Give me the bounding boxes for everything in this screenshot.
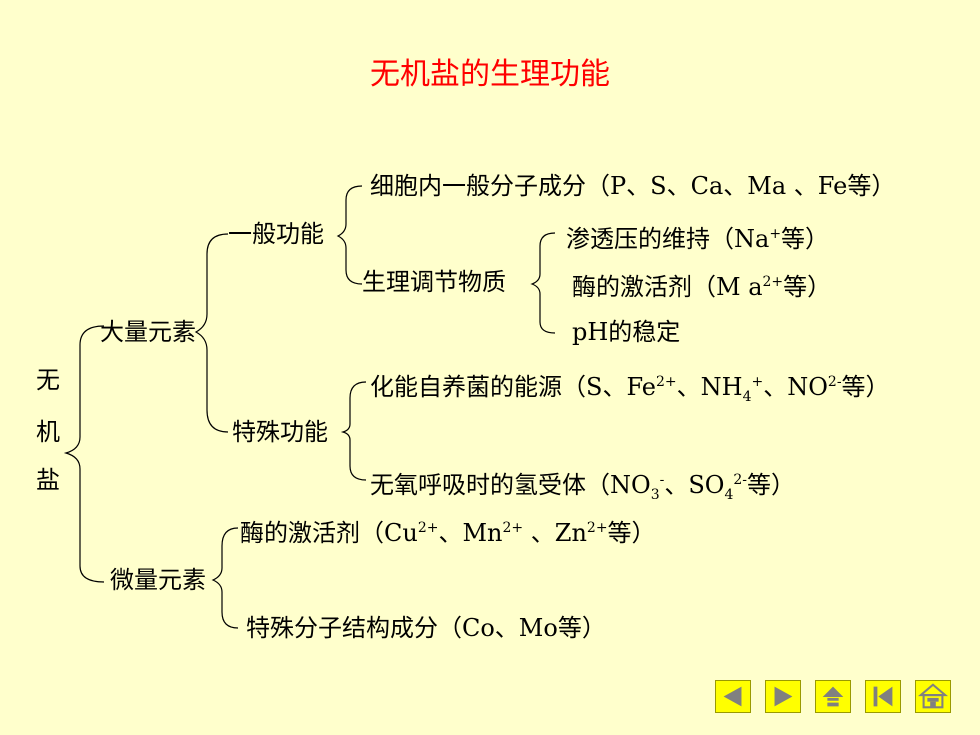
trace-enzyme-activator-text: 酶的激活剂（Cu2+、Mn2+ 、Zn2+等） [240, 519, 656, 547]
special-bracket [340, 381, 367, 481]
first-slide-button[interactable] [865, 680, 901, 713]
home-button[interactable] [815, 680, 851, 713]
general-bracket [336, 185, 363, 285]
root-bracket [63, 325, 105, 583]
general-function-label: 一般功能 [228, 220, 324, 248]
home-icon [822, 686, 844, 707]
micro-elements-label: 微量元素 [110, 566, 206, 594]
chemoautotroph-energy-text: 化能自养菌的能源（S、Fe2+、NH4+、NO2-等） [370, 373, 890, 405]
enzyme-activator-text: 酶的激活剂（M a2+等） [572, 273, 832, 301]
prev-button[interactable] [715, 680, 751, 713]
root-label-char-3: 盐 [36, 466, 60, 494]
special-function-label: 特殊功能 [232, 418, 328, 446]
page-title: 无机盐的生理功能 [370, 57, 610, 92]
special-structure-text: 特殊分子结构成分（Co、Mo等） [246, 614, 606, 642]
regulation-bracket [530, 232, 556, 334]
macro-elements-label: 大量元素 [100, 318, 196, 346]
osmotic-pressure-text: 渗透压的维持（Na+等） [566, 225, 830, 253]
return-button[interactable] [915, 680, 951, 713]
prev-icon [723, 686, 742, 707]
house-icon [917, 683, 949, 709]
root-label-char-1: 无 [36, 366, 60, 394]
hydrogen-acceptor-text: 无氧呼吸时的氢受体（NO3-、SO42-等） [370, 471, 796, 503]
ph-stability-text: pH的稳定 [572, 318, 681, 346]
next-icon [774, 686, 793, 707]
next-button[interactable] [765, 680, 801, 713]
root-label-char-2: 机 [36, 418, 60, 446]
first-icon [873, 686, 893, 707]
macro-bracket [194, 233, 229, 433]
micro-bracket [211, 527, 239, 629]
molecular-component-text: 细胞内一般分子成分（P、S、Ca、Ma 、Fe等） [370, 172, 896, 200]
regulation-label: 生理调节物质 [362, 268, 506, 296]
